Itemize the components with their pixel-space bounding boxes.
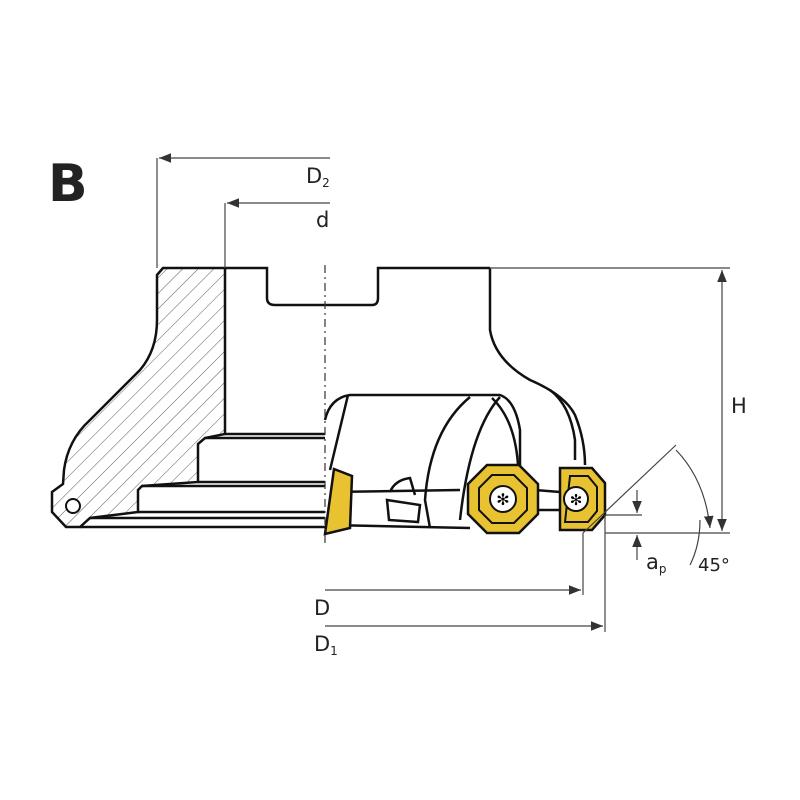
label-D1: D1: [314, 632, 338, 658]
label-H: H: [731, 394, 747, 418]
label-D: D: [314, 596, 331, 620]
label-D2: D2: [306, 164, 330, 190]
insert-left: [323, 467, 354, 536]
figure-letter: B: [48, 154, 88, 214]
label-d: d: [316, 208, 330, 232]
body-section-hatched: [50, 266, 227, 529]
coolant-hole: [65, 498, 81, 514]
body-outline: [80, 266, 587, 530]
label-ap: ap: [646, 550, 667, 576]
insert-right: ✻: [558, 466, 607, 532]
label-angle: 45°: [698, 555, 730, 576]
insert-center: ✻: [466, 463, 540, 535]
torx-screw-icon: ✻: [570, 491, 583, 509]
dimension-lines: [156, 153, 730, 632]
torx-screw-icon: ✻: [496, 490, 509, 509]
